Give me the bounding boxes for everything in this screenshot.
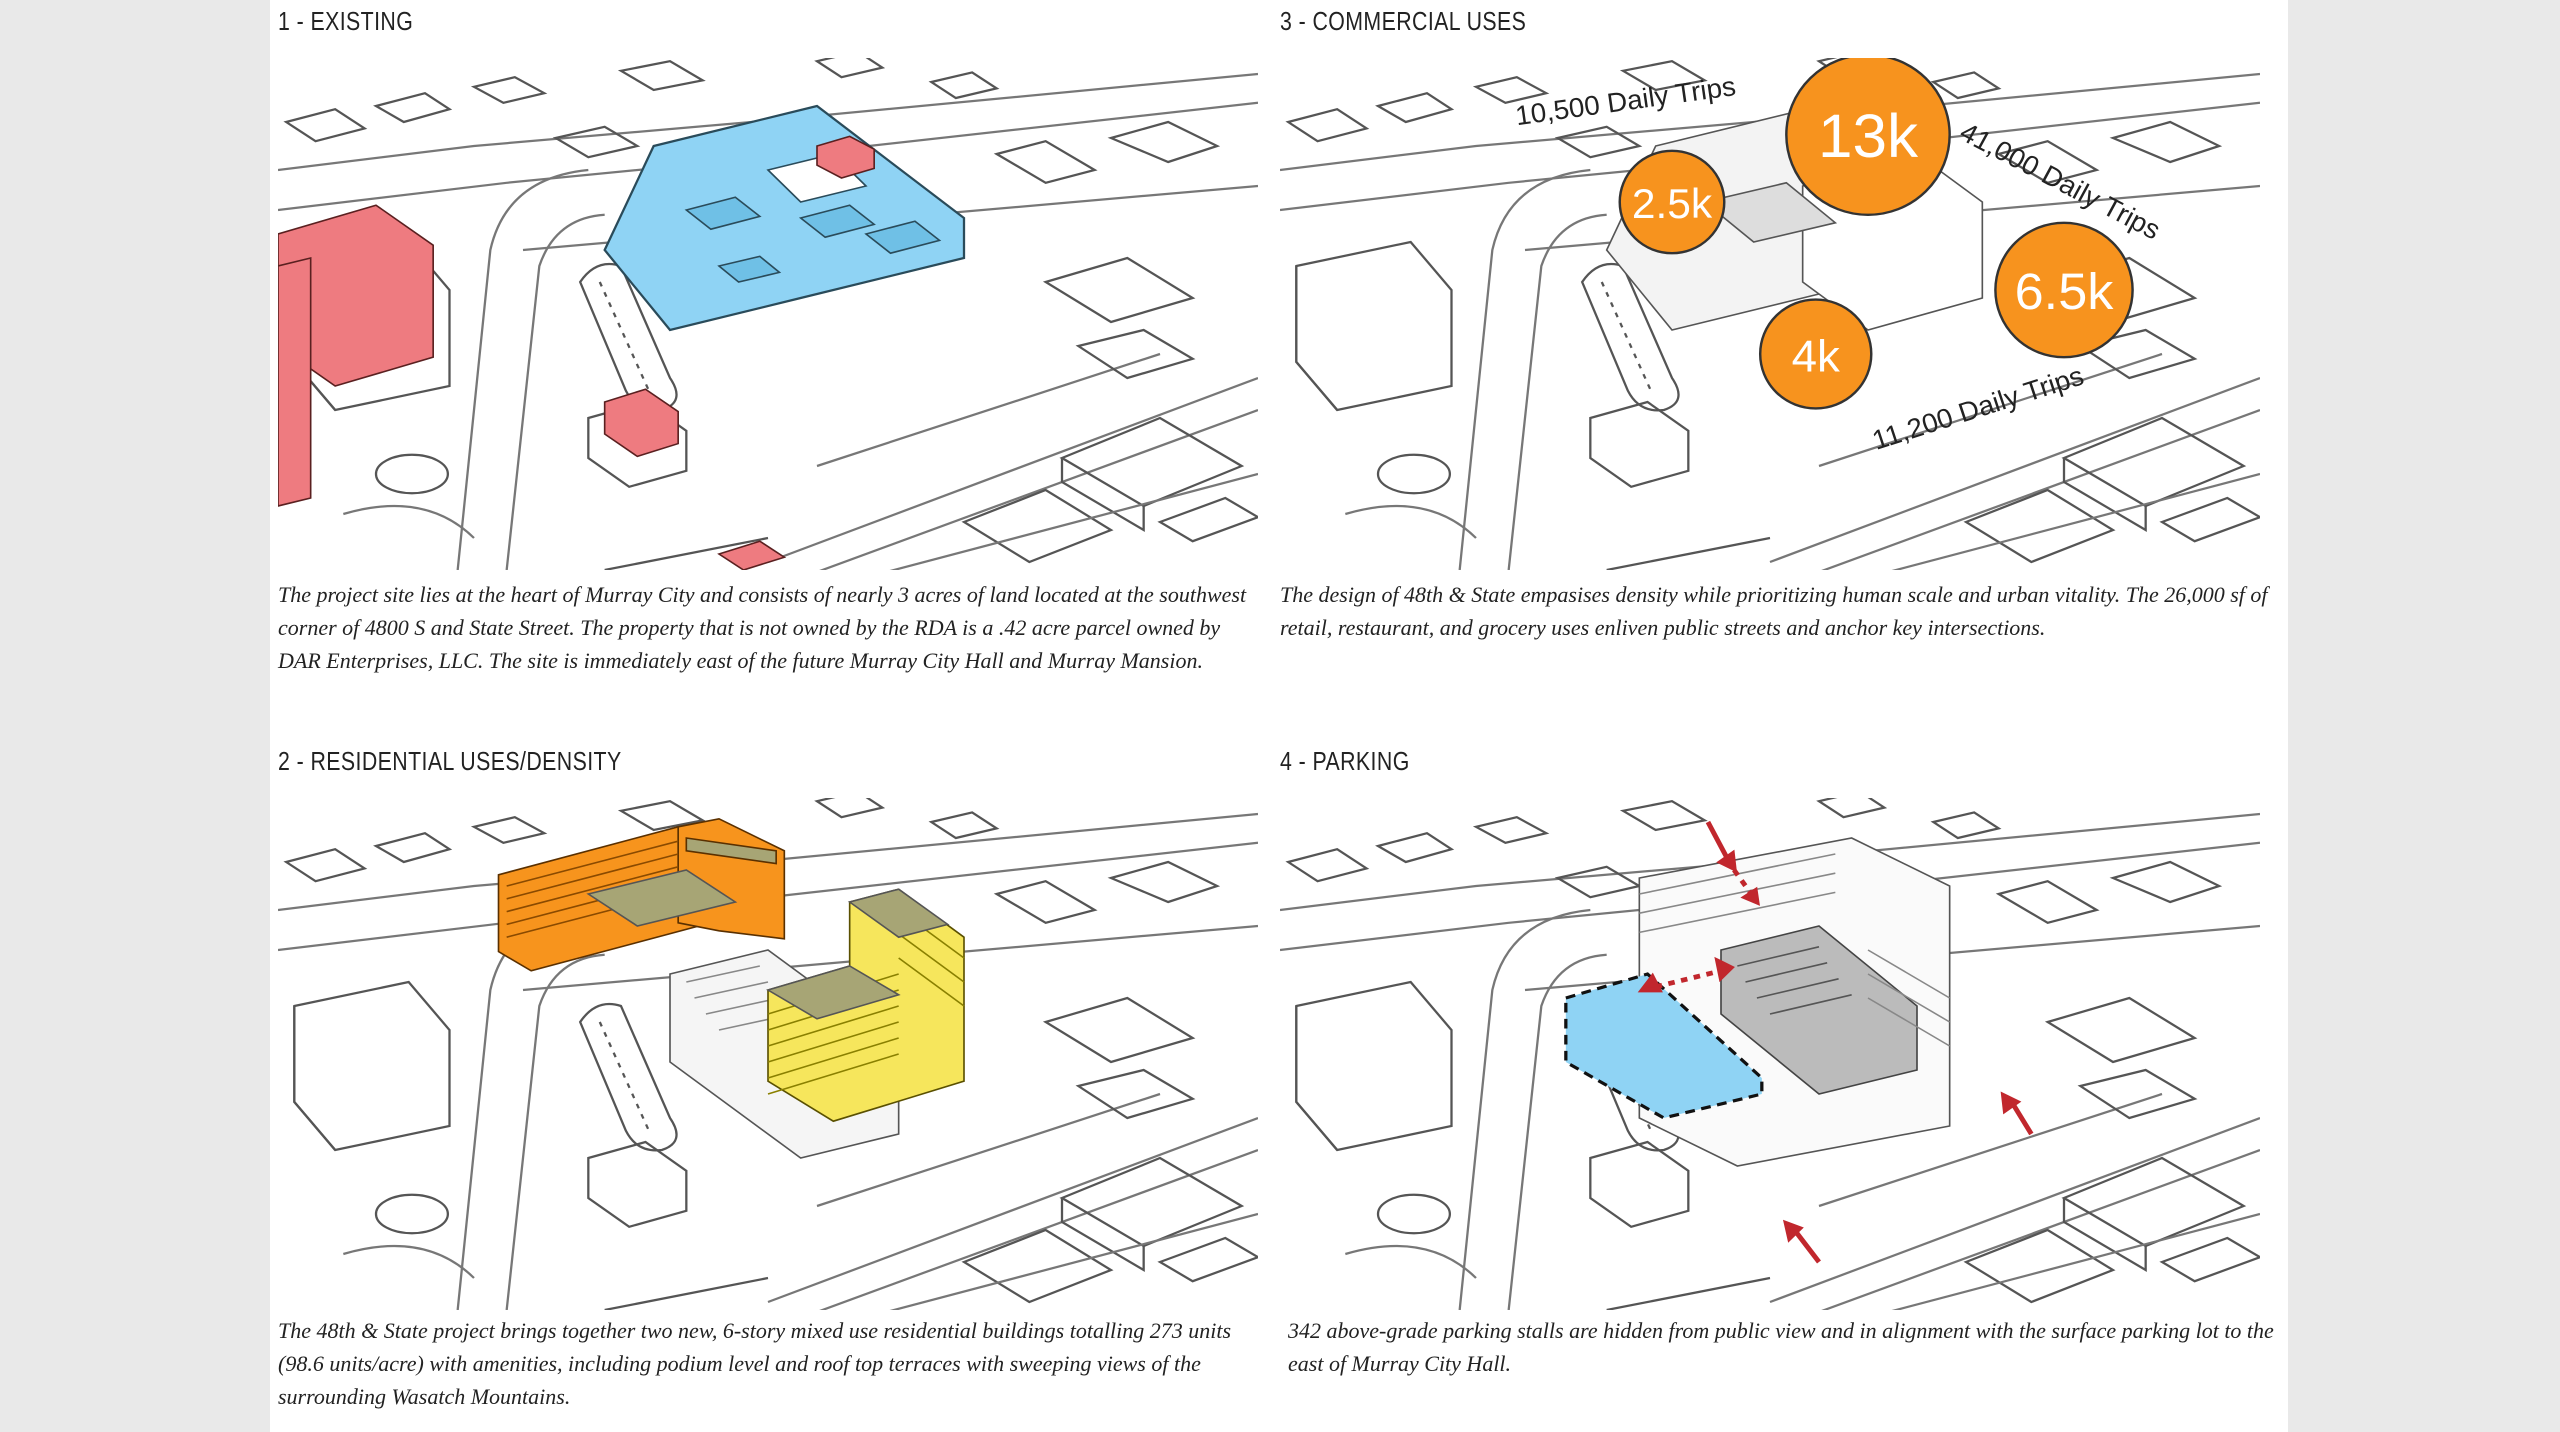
caption-line: DAR Enterprises, LLC. The site is immedi… xyxy=(278,648,1203,673)
caption-line: The project site lies at the heart of Mu… xyxy=(278,582,1247,607)
bubble-label: 13k xyxy=(1818,103,1918,171)
caption-line: corner of 4800 S and State Street. The p… xyxy=(278,615,1221,640)
caption-line: (98.6 units/acre) with amenities, includ… xyxy=(278,1351,1201,1376)
trip-label: 10,500 Daily Trips xyxy=(1513,70,1737,131)
panel-title: 3 - COMMERCIAL USES xyxy=(1280,6,1527,36)
commercial-diagram: 13k 2.5k 6.5k 4k 10,500 Daily Trips 41,0… xyxy=(1280,58,2260,570)
bubble-label: 2.5k xyxy=(1632,180,1713,227)
bubble-label: 4k xyxy=(1792,331,1841,381)
access-arrows xyxy=(1637,820,2034,1264)
caption-line: The design of 48th & State empasises den… xyxy=(1280,582,2268,607)
panel-title: 1 - EXISTING xyxy=(278,6,414,36)
existing-caption: The project site lies at the heart of Mu… xyxy=(278,578,1258,677)
caption-line: 342 above-grade parking stalls are hidde… xyxy=(1288,1318,2274,1343)
caption-line: The 48th & State project brings together… xyxy=(278,1318,1232,1343)
caption-line: east of Murray City Hall. xyxy=(1288,1351,1512,1376)
trip-bubble-2-5k xyxy=(1618,149,1726,255)
trip-label: 11,200 Daily Trips xyxy=(1868,360,2087,456)
commercial-caption: The design of 48th & State empasises den… xyxy=(1280,578,2268,644)
presentation-sheet: 1 - EXISTING The project site lies at th… xyxy=(270,0,2288,1432)
dar-parcel-building xyxy=(816,135,875,179)
residential-caption: The 48th & State project brings together… xyxy=(278,1314,1258,1413)
residential-diagram xyxy=(278,798,1258,1310)
project-site-parcel xyxy=(603,104,966,332)
existing-diagram xyxy=(278,58,1258,570)
panel-title: 2 - RESIDENTIAL USES/DENSITY xyxy=(278,746,622,776)
bubble-label: 6.5k xyxy=(2015,263,2114,320)
trip-bubble-6-5k xyxy=(1994,221,2134,359)
caption-line: surrounding Wasatch Mountains. xyxy=(278,1384,571,1409)
murray-mansion-building xyxy=(603,388,679,458)
surface-parking-lot xyxy=(1564,972,1764,1120)
parking-structure xyxy=(1720,925,1918,1095)
trip-bubble-13k xyxy=(1785,58,1951,216)
caption-line: retail, restaurant, and grocery uses enl… xyxy=(1280,615,2046,640)
panel-title: 4 - PARKING xyxy=(1280,746,1410,776)
parking-caption: 342 above-grade parking stalls are hidde… xyxy=(1288,1314,2274,1380)
trip-bubble-4k xyxy=(1758,298,1873,410)
city-hall-building xyxy=(278,204,434,387)
parking-diagram xyxy=(1280,798,2260,1310)
